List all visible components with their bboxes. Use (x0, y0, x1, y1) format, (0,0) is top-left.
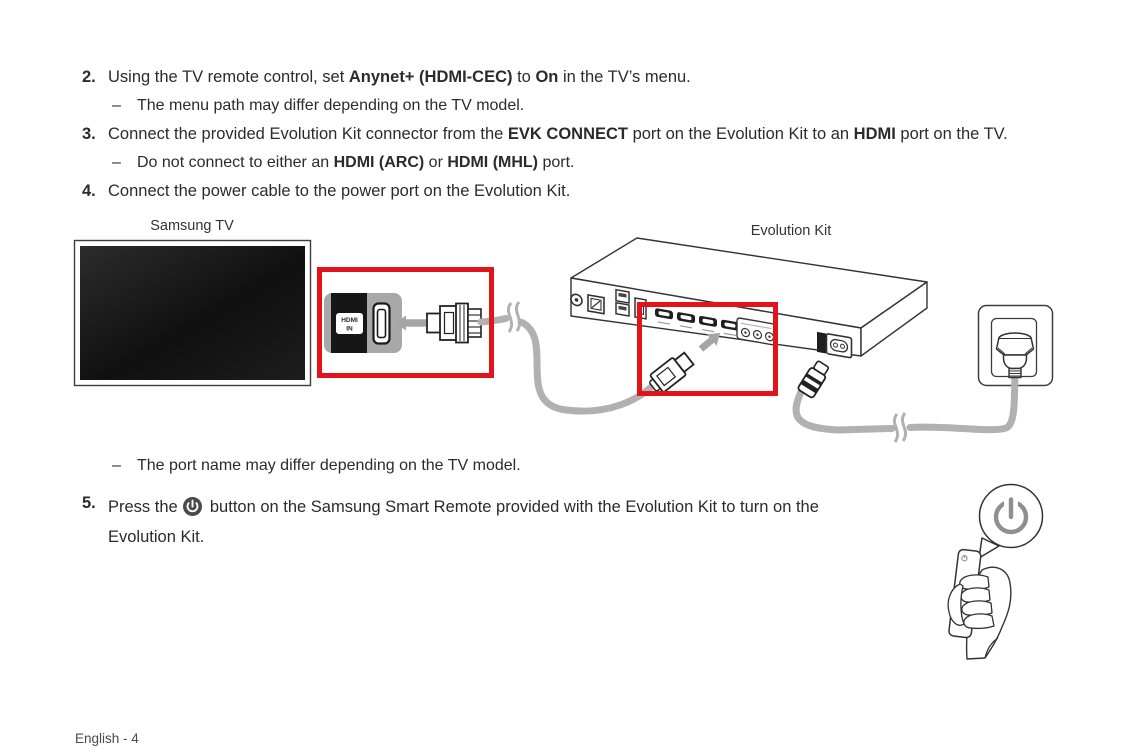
connection-diagram: Samsung TV HDMI IN (0, 215, 1125, 465)
remote-hand-illustration (938, 478, 1068, 663)
dash-bullet: – (112, 455, 137, 476)
hand-illustration (948, 549, 1011, 659)
tv-screen (80, 246, 305, 380)
step-2: 2. Using the TV remote control, set Anyn… (82, 67, 691, 88)
step-2-note: – The menu path may differ depending on … (112, 95, 524, 116)
finger (964, 614, 994, 629)
step-3-text: Connect the provided Evolution Kit conne… (108, 124, 1008, 145)
step-3: 3. Connect the provided Evolution Kit co… (82, 124, 1008, 145)
hdmi-in-label-line2: IN (346, 326, 353, 333)
step-4-text: Connect the power cable to the power por… (108, 181, 570, 202)
step-4: 4. Connect the power cable to the power … (82, 181, 570, 202)
power-icon (183, 497, 202, 516)
power-connector (797, 359, 831, 398)
step-2-number: 2. (82, 67, 108, 88)
finger (962, 601, 992, 616)
step-2-text: Using the TV remote control, set Anynet+… (108, 67, 691, 88)
hdmi-connector-kit (646, 350, 696, 396)
cable-break-squiggle (508, 303, 511, 332)
cable-break-squiggle (894, 414, 897, 442)
hdmi-in-label-line1: HDMI (341, 317, 358, 324)
step-4-number: 4. (82, 181, 108, 202)
dash-bullet: – (112, 95, 137, 116)
step-3-note: – Do not connect to either an HDMI (ARC)… (112, 152, 574, 173)
hdmi-connector-tv (427, 304, 481, 343)
samsung-tv-label: Samsung TV (150, 218, 234, 234)
page-footer: English - 4 (75, 731, 139, 746)
power-callout (979, 485, 1043, 559)
evolution-kit-illustration: Evolution Kit (571, 223, 927, 358)
finger (961, 588, 990, 603)
finger (960, 575, 989, 590)
dash-bullet: – (112, 152, 137, 173)
step-2-note-text: The menu path may differ depending on th… (137, 95, 524, 116)
port-name-note: – The port name may differ depending on … (112, 455, 521, 476)
step-3-note-text: Do not connect to either an HDMI (ARC) o… (137, 152, 574, 173)
step-5: 5. Press the button on the Samsung Smart… (82, 493, 880, 552)
port-name-note-text: The port name may differ depending on th… (137, 455, 521, 476)
step-5-number: 5. (82, 493, 108, 552)
step-3-number: 3. (82, 124, 108, 145)
step-5-text: Press the button on the Samsung Smart Re… (108, 493, 880, 552)
samsung-tv-illustration: Samsung TV (75, 218, 311, 386)
evolution-kit-label: Evolution Kit (751, 223, 832, 239)
